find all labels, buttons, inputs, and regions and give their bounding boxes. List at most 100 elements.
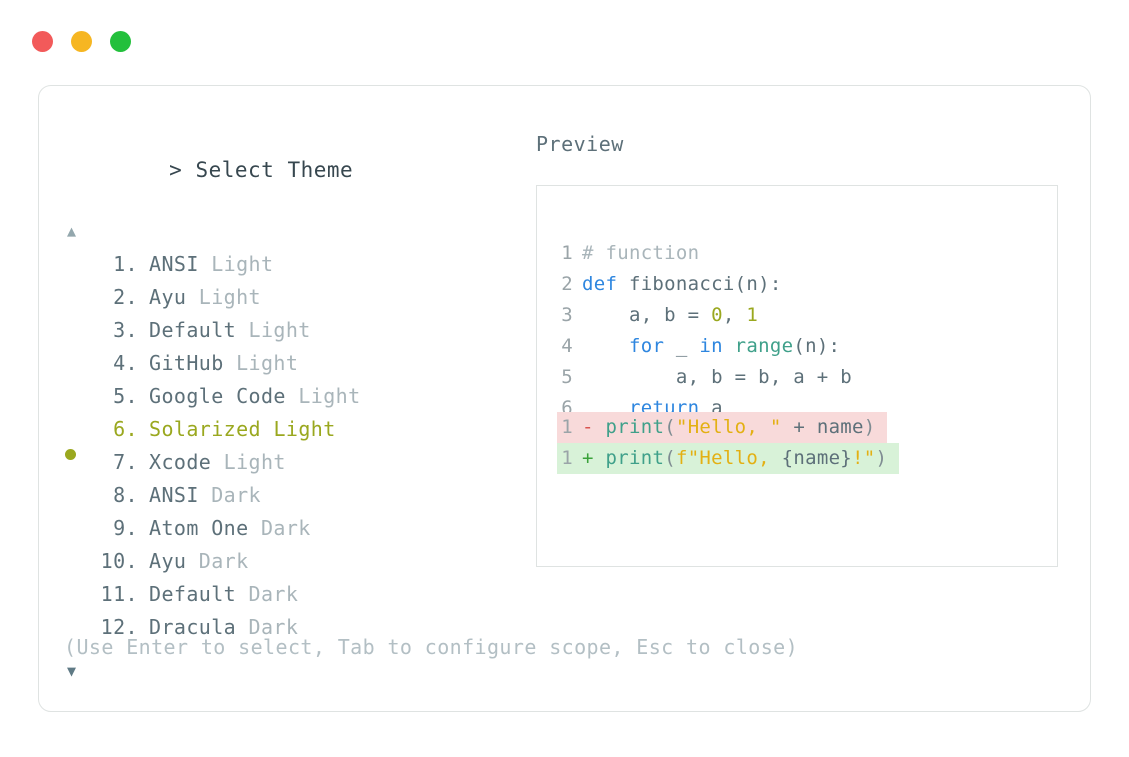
theme-list-item[interactable]: 8.ANSI Dark [64, 479, 534, 512]
code-token: ! [852, 447, 864, 469]
theme-item-variant: Dark [248, 582, 299, 606]
theme-item-variant: Light [198, 285, 261, 309]
theme-item-variant: Dark [211, 483, 261, 507]
diff-line-add: 1+ print(f"Hello, {name}!") [557, 443, 900, 474]
theme-list-item[interactable]: 7. Xcode Light [64, 446, 534, 479]
code-token: a [699, 397, 723, 419]
code-token: , [722, 304, 747, 326]
minimize-window-button[interactable] [71, 31, 92, 52]
theme-item-number: 7. [113, 450, 138, 474]
code-token: a, b = b, a + b [582, 366, 852, 388]
code-token: name [816, 416, 864, 438]
scroll-up-icon[interactable]: ▲ [67, 222, 77, 240]
theme-item-name: Ayu [149, 285, 187, 309]
theme-list-item[interactable]: 6. Solarized Light [64, 413, 534, 460]
code-token: _ [664, 335, 700, 357]
code-line: 1# function [557, 238, 852, 269]
theme-item-number: 5. [113, 384, 138, 408]
code-token [582, 335, 629, 357]
line-number: 4 [561, 335, 573, 357]
theme-list-item[interactable]: 1.ANSI Light [64, 248, 534, 281]
theme-item-name: Dracula [149, 615, 237, 639]
spacer [249, 512, 261, 545]
theme-list-item[interactable]: 10.Ayu Dark [64, 545, 534, 578]
theme-item-number: 4. [113, 351, 138, 375]
theme-list-item[interactable]: 11. Default Dark [64, 578, 534, 611]
theme-list-item[interactable]: 2. Ayu Light [64, 281, 534, 314]
spacer [261, 413, 273, 446]
theme-item-name: Ayu [149, 549, 187, 573]
spacer [211, 446, 223, 479]
scroll-down-icon[interactable]: ▼ [67, 662, 77, 680]
theme-item-variant: Light [223, 450, 286, 474]
spacer [236, 578, 248, 611]
spacer [594, 416, 606, 438]
spacer [199, 248, 211, 281]
theme-list-item[interactable]: 9.Atom One Dark [64, 512, 534, 545]
line-number: 6 [561, 397, 573, 419]
maximize-window-button[interactable] [110, 31, 131, 52]
code-line: 5 a, b = b, a + b [557, 362, 852, 393]
preview-label: Preview [536, 132, 624, 156]
diff-pad [876, 416, 888, 438]
theme-item-name: Default [149, 318, 237, 342]
spacer [199, 479, 211, 512]
theme-item-variant: Light [248, 318, 311, 342]
code-line: 3 a, b = 0, 1 [557, 300, 852, 331]
code-token: ) [863, 416, 876, 438]
code-token: {name} [781, 447, 853, 469]
theme-item-name: Default [149, 582, 237, 606]
code-token: f"Hello, [675, 447, 782, 469]
code-token: + [781, 416, 817, 438]
code-token: ( [664, 447, 676, 469]
theme-list-item[interactable]: 3. Default Light [64, 314, 534, 347]
theme-item-number: 6. [113, 417, 138, 441]
spacer [186, 545, 198, 578]
spacer [594, 447, 606, 469]
window-traffic-lights [32, 31, 131, 52]
theme-item-name: Solarized [149, 417, 261, 441]
spacer [224, 347, 236, 380]
theme-item-variant: Dark [198, 549, 249, 573]
theme-item-name: ANSI [149, 252, 199, 276]
code-token: ( [664, 416, 676, 438]
code-token: ) [875, 447, 888, 469]
selected-dot [65, 449, 76, 460]
theme-item-variant: Dark [260, 516, 311, 540]
theme-item-number: 12. [100, 615, 138, 639]
theme-item-number: 3. [113, 318, 138, 342]
theme-item-number: 11. [100, 582, 138, 606]
theme-item-variant: Light [273, 417, 336, 441]
theme-item-variant: Light [236, 351, 299, 375]
close-window-button[interactable] [32, 31, 53, 52]
line-number: 3 [561, 304, 573, 326]
code-token: (n): [793, 335, 841, 357]
code-token: "Hello, " [675, 416, 782, 438]
theme-item-name: Xcode [149, 450, 212, 474]
code-token: 0 [711, 304, 723, 326]
theme-item-name: Google Code [149, 384, 286, 408]
theme-list-item[interactable]: 12. Dracula Dark [64, 611, 534, 644]
theme-list-item[interactable]: 4. GitHub Light [64, 347, 534, 380]
line-number: 1 [561, 416, 573, 438]
theme-item-name: Atom One [149, 516, 249, 540]
code-token: def [582, 273, 618, 295]
theme-item-number: 8. [113, 483, 138, 507]
theme-item-variant: Light [298, 384, 361, 408]
code-token: range [734, 335, 794, 357]
theme-item-variant: Dark [248, 615, 299, 639]
line-number: 5 [561, 366, 573, 388]
spacer [236, 314, 248, 347]
theme-item-variant: Light [211, 252, 274, 276]
theme-list-item[interactable]: 5. Google Code Light [64, 380, 534, 413]
code-token: # function [582, 242, 700, 264]
page-title: Select Theme [195, 158, 354, 182]
diff-marker: + [582, 447, 594, 469]
diff-marker: - [582, 416, 594, 438]
code-token [723, 335, 735, 357]
theme-item-number: 2. [113, 285, 138, 309]
theme-item-name: GitHub [149, 351, 224, 375]
code-token: for [628, 335, 665, 357]
